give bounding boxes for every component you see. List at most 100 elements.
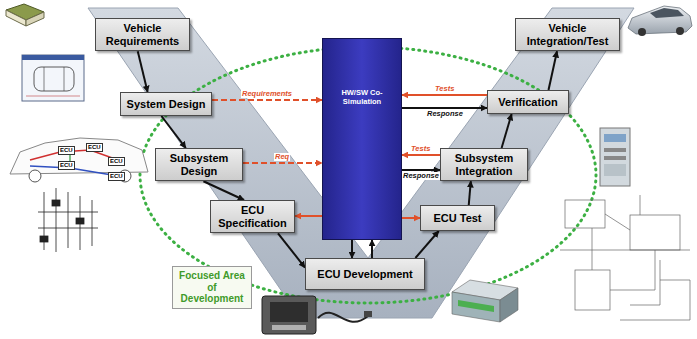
process-box: ECU Specification bbox=[210, 200, 295, 233]
v-band bbox=[88, 8, 634, 318]
flow-arrow bbox=[138, 51, 148, 92]
circuit-schematic bbox=[620, 280, 690, 320]
test-arrow bbox=[402, 94, 487, 96]
circuit-schematic bbox=[592, 228, 593, 270]
book-icon bbox=[6, 4, 44, 26]
flow-arrow bbox=[278, 233, 305, 267]
car-picture bbox=[628, 6, 692, 34]
harness-diagram bbox=[40, 236, 48, 242]
ecu-label: ECU bbox=[108, 172, 125, 181]
book-icon bbox=[26, 12, 44, 26]
flow-arrow bbox=[161, 116, 185, 148]
ecu-board bbox=[272, 325, 306, 330]
requirement-arrow bbox=[212, 99, 322, 101]
arrow-label: Tests bbox=[410, 145, 431, 153]
process-box: Subsystem Integration bbox=[440, 148, 528, 181]
arrow-label: Req bbox=[274, 153, 290, 161]
rack-icon bbox=[604, 134, 626, 142]
rack-icon bbox=[600, 128, 630, 186]
arrow-label: Requirements bbox=[241, 90, 293, 98]
circuit-schematic bbox=[575, 270, 610, 310]
rack-icon bbox=[604, 156, 626, 160]
screen-icon bbox=[22, 55, 84, 101]
flow-arrow bbox=[502, 114, 512, 148]
flow-arrow bbox=[203, 181, 244, 200]
co-simulation-box: HW/SW Co-Simulation bbox=[322, 38, 402, 240]
car-wiring bbox=[10, 138, 148, 174]
book-icon bbox=[6, 10, 26, 26]
cable bbox=[318, 313, 368, 322]
process-box: ECU Development bbox=[305, 258, 425, 290]
circuit-schematic bbox=[560, 250, 690, 251]
flow-arrow bbox=[469, 181, 471, 205]
process-box: Vehicle Requirements bbox=[95, 18, 190, 51]
screen-icon bbox=[22, 55, 84, 101]
response-arrow bbox=[402, 169, 440, 171]
ecu-board bbox=[262, 296, 316, 334]
flow-arrow bbox=[549, 51, 558, 90]
arrow-label: Tests bbox=[434, 85, 455, 93]
process-box: Subsystem Design bbox=[155, 148, 243, 181]
process-box: Verification bbox=[487, 90, 569, 114]
circuit-schematic bbox=[640, 195, 641, 215]
harness-diagram bbox=[92, 200, 93, 246]
box-text: Verification bbox=[498, 96, 557, 109]
box-text: Vehicle Integration/Test bbox=[520, 22, 615, 47]
box-text: ECU Specification bbox=[215, 204, 290, 229]
response-arrow bbox=[402, 107, 487, 109]
ecu-label: ECU bbox=[58, 161, 75, 170]
screen-icon bbox=[26, 96, 80, 97]
box-text: ECU Test bbox=[433, 212, 481, 225]
box-text: Subsystem Design bbox=[160, 152, 238, 177]
harness-diagram bbox=[52, 200, 60, 206]
test-arrow bbox=[295, 215, 322, 217]
harness-diagram bbox=[38, 228, 98, 229]
harness-diagram bbox=[76, 218, 84, 224]
harness-diagram bbox=[56, 188, 57, 252]
rack-icon bbox=[604, 164, 626, 176]
process-box: System Design bbox=[120, 92, 212, 116]
screen-icon bbox=[34, 67, 74, 91]
car-wiring bbox=[29, 170, 41, 182]
cable bbox=[318, 311, 372, 322]
requirement-arrow bbox=[243, 162, 322, 164]
hil-box bbox=[452, 292, 500, 322]
ecu-label: ECU bbox=[86, 143, 103, 152]
cable bbox=[364, 311, 372, 317]
flow-arrow bbox=[415, 231, 438, 258]
circuit-schematic bbox=[605, 214, 630, 230]
box-text: System Design bbox=[127, 98, 206, 111]
box-text: ECU Development bbox=[317, 268, 412, 281]
exchange-arrow bbox=[371, 240, 373, 258]
focus-note: Focused Area of Development bbox=[172, 266, 252, 309]
hil-box bbox=[452, 280, 518, 322]
circuit-schematic bbox=[630, 215, 680, 250]
process-box: Vehicle Integration/Test bbox=[515, 18, 620, 51]
circuit-schematic bbox=[560, 195, 690, 320]
harness-diagram bbox=[68, 192, 69, 248]
ecu-label: ECU bbox=[108, 157, 125, 166]
circuit-schematic bbox=[565, 200, 605, 228]
arrow-label: Response bbox=[402, 172, 440, 180]
box-text: Focused Area of Development bbox=[177, 270, 247, 305]
harness-diagram bbox=[38, 188, 98, 252]
ecu-board bbox=[270, 302, 308, 322]
car-picture bbox=[638, 28, 646, 36]
box-text: Vehicle Requirements bbox=[100, 22, 185, 47]
hil-box bbox=[500, 288, 518, 322]
screen-icon bbox=[64, 67, 65, 91]
ecu-label: ECU bbox=[58, 146, 75, 155]
car-picture bbox=[628, 6, 692, 36]
car-picture bbox=[650, 8, 684, 18]
process-box: ECU Test bbox=[420, 205, 495, 231]
box-text: Subsystem Integration bbox=[445, 152, 523, 177]
hil-box bbox=[458, 300, 494, 312]
ecu-board bbox=[262, 296, 316, 334]
harness-diagram bbox=[38, 212, 98, 213]
circuit-schematic bbox=[630, 260, 660, 305]
arrow-label: Response bbox=[426, 110, 464, 118]
circuit-schematic bbox=[610, 250, 655, 290]
test-arrow bbox=[402, 217, 420, 219]
box-text: HW/SW Co-Simulation bbox=[333, 89, 391, 106]
v-band bbox=[88, 8, 634, 318]
